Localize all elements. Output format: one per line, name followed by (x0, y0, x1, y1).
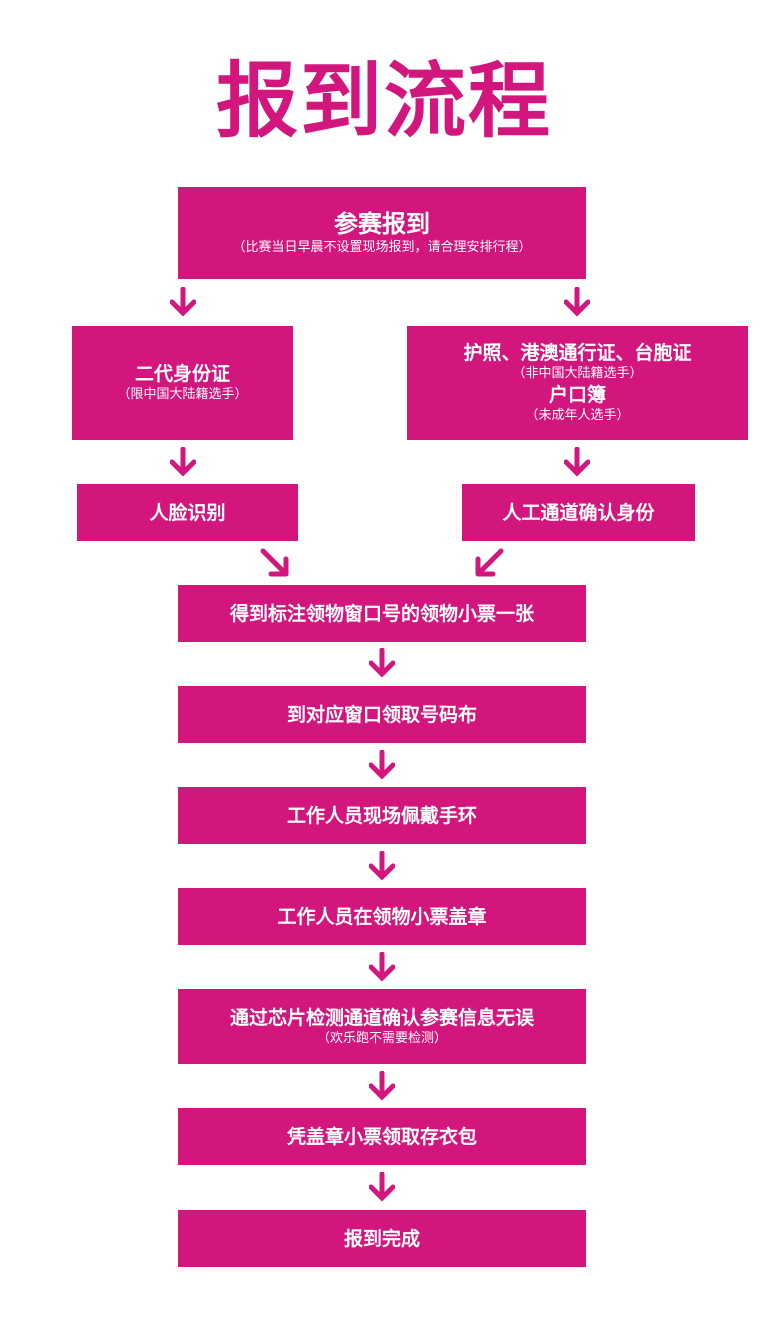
arrow-start-to-left (170, 287, 196, 317)
arrow-step-1 (369, 648, 395, 678)
id-card-label: 二代身份证 (134, 363, 230, 385)
start-box: 参赛报到 （比赛当日早晨不设置现场报到，请合理安排行程） (178, 187, 586, 279)
arrow-step-3 (369, 851, 395, 881)
start-label: 参赛报到 (334, 210, 430, 238)
step-stamp-ticket: 工作人员在领物小票盖章 (178, 888, 586, 945)
step-label: 工作人员现场佩戴手环 (286, 804, 477, 827)
arrow-merge-left (258, 547, 292, 579)
arrow-right-down (564, 447, 590, 477)
start-note: （比赛当日早晨不设置现场报到，请合理安排行程） (232, 240, 532, 255)
step-label: 凭盖章小票领取存衣包 (286, 1125, 477, 1148)
page-title: 报到流程 (215, 54, 552, 149)
step-chip-check: 通过芯片检测通道确认参赛信息无误 （欢乐跑不需要检测） (178, 989, 586, 1064)
step-complete: 报到完成 (178, 1210, 586, 1267)
id-card-note: （限中国大陆籍选手） (117, 387, 248, 402)
manual-check-box: 人工通道确认身份 (462, 484, 695, 541)
step-label: 报到完成 (343, 1227, 420, 1250)
step-label: 得到标注领物窗口号的领物小票一张 (229, 602, 534, 625)
passport-label: 护照、港澳通行证、台胞证 (463, 342, 692, 364)
step-note: （欢乐跑不需要检测） (316, 1030, 447, 1046)
arrow-merge-right (472, 547, 506, 579)
arrow-start-to-right (564, 287, 590, 317)
step-label: 到对应窗口领取号码布 (286, 703, 477, 726)
household-register-label: 户口簿 (548, 384, 606, 406)
step-label: 通过芯片检测通道确认参赛信息无误 (229, 1006, 534, 1029)
arrow-step-4 (369, 952, 395, 982)
arrow-step-2 (369, 750, 395, 780)
arrow-step-6 (369, 1172, 395, 1202)
passport-note: （非中国大陆籍选手） (512, 366, 643, 381)
step-label: 工作人员在领物小票盖章 (277, 905, 487, 928)
face-recognition-box: 人脸识别 (77, 484, 298, 541)
manual-check-label: 人工通道确认身份 (502, 501, 655, 524)
household-register-note: （未成年人选手） (525, 408, 630, 423)
arrow-left-down (170, 447, 196, 477)
passport-box: 护照、港澳通行证、台胞证 （非中国大陆籍选手） 户口簿 （未成年人选手） (407, 326, 748, 440)
step-wristband: 工作人员现场佩戴手环 (178, 787, 586, 844)
step-bag-collection: 凭盖章小票领取存衣包 (178, 1108, 586, 1165)
face-recognition-label: 人脸识别 (149, 501, 226, 524)
arrow-step-5 (369, 1071, 395, 1101)
step-receive-ticket: 得到标注领物窗口号的领物小票一张 (178, 585, 586, 642)
id-card-box: 二代身份证 （限中国大陆籍选手） (72, 326, 293, 440)
step-collect-bib: 到对应窗口领取号码布 (178, 686, 586, 743)
